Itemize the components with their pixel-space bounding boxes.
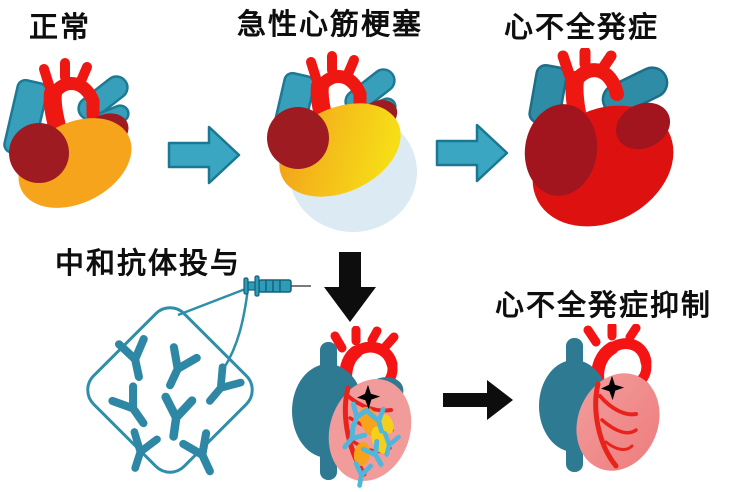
enlarged-heart-icon: [524, 48, 674, 227]
label-antibody: 中和抗体投与: [55, 248, 242, 280]
right-arrow-icon: [443, 380, 513, 420]
label-normal: 正常: [29, 12, 92, 44]
bubble-tail: [177, 286, 249, 317]
speech-bubble: [86, 286, 254, 482]
atrium: [9, 123, 69, 183]
coronary-artery: [593, 381, 619, 469]
infarcted-heart-icon: [267, 51, 417, 232]
normal-heart-icon: [3, 58, 132, 208]
right-arrow-icon: [167, 125, 241, 185]
label-suppression: 心不全発症抑制: [495, 290, 713, 322]
syringe-icon: [243, 275, 311, 297]
label-acute-mi: 急性心筋梗塞: [237, 9, 424, 41]
right-arrow-icon: [435, 123, 509, 183]
down-arrow-icon: [324, 252, 376, 322]
treated-heart-icon: [292, 326, 412, 490]
bubble-outline: [86, 306, 254, 474]
recovered-heart-icon: [539, 324, 660, 472]
atrium: [524, 104, 598, 196]
atrium: [267, 107, 329, 169]
label-heart-failure: 心不全発症: [504, 12, 660, 44]
